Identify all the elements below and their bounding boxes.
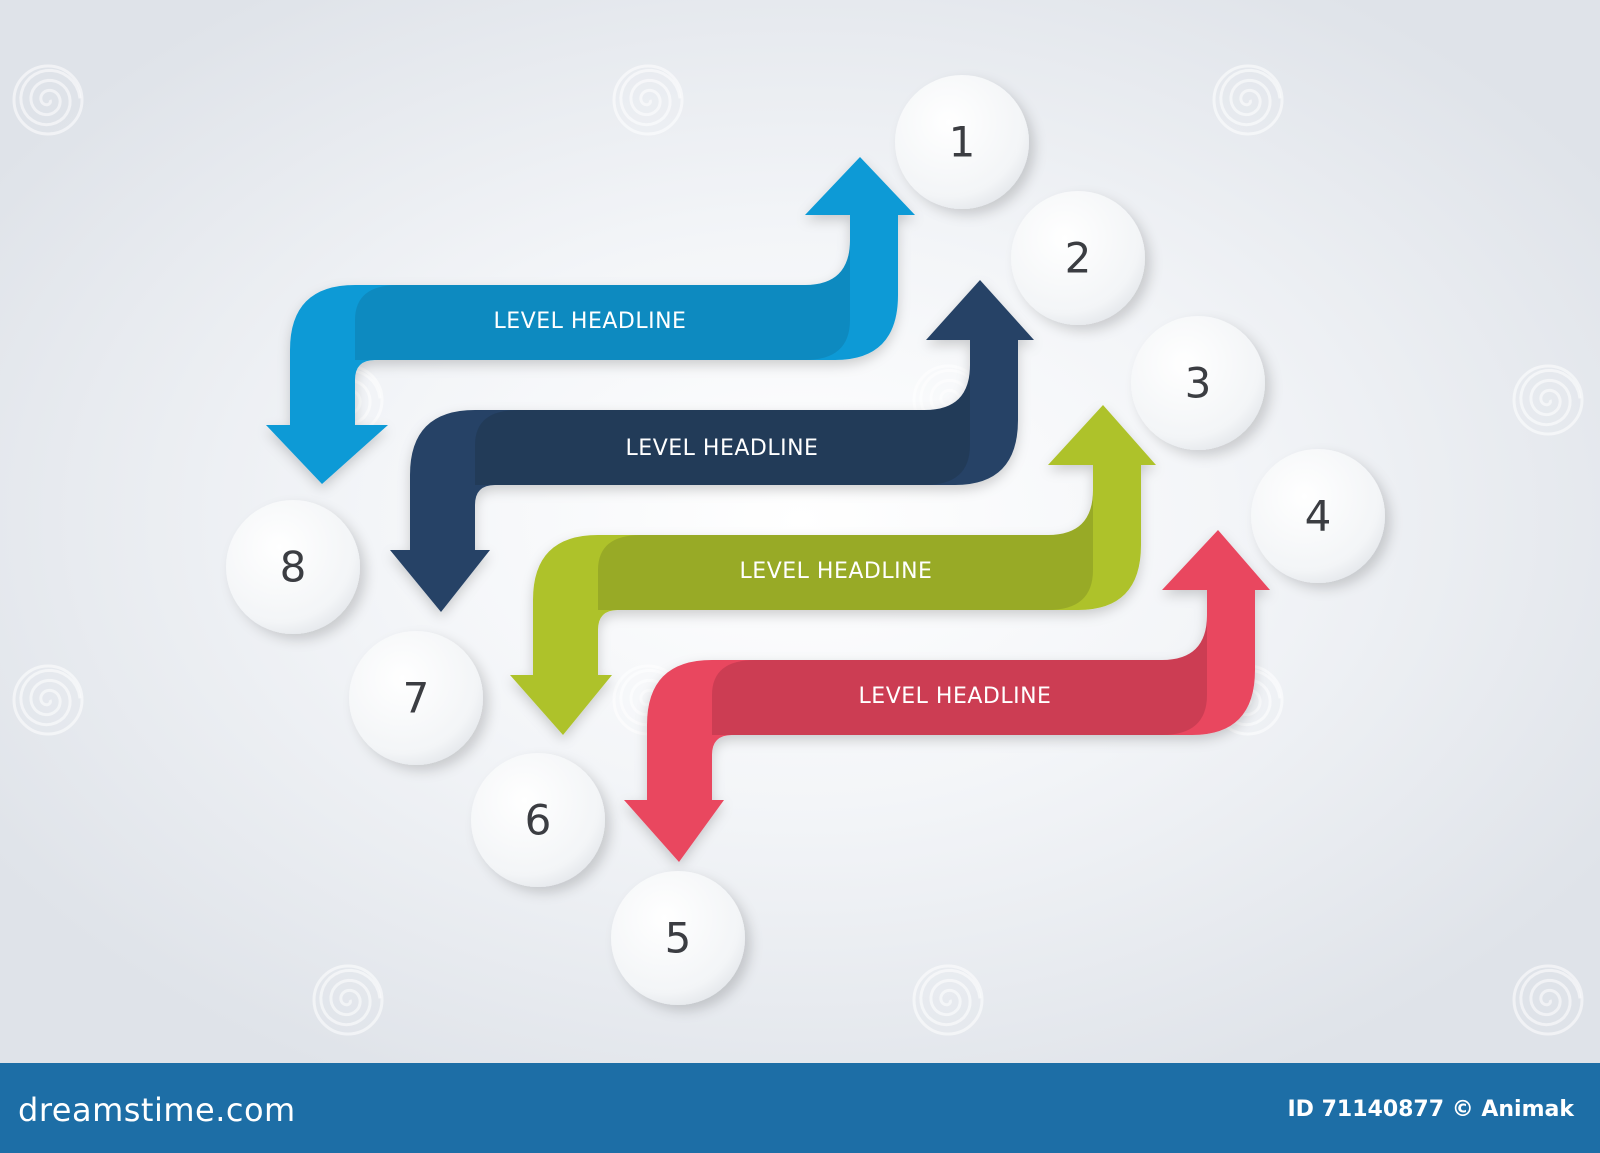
watermark-spiral-icon xyxy=(19,668,82,727)
step-number-8: 8 xyxy=(280,543,307,592)
arrows-group: LEVEL HEADLINE LEVEL HEADLINE LEVEL HEAD… xyxy=(266,157,1270,862)
step-circle-4: 4 xyxy=(1251,449,1385,583)
arrow-navy-inner-panel xyxy=(475,365,970,485)
arrow-green-inner-panel xyxy=(598,490,1093,610)
step-number-1: 1 xyxy=(949,118,976,167)
step-circle-3: 3 xyxy=(1131,316,1265,450)
step-number-3: 3 xyxy=(1185,359,1212,408)
watermark-ring-icon xyxy=(312,964,384,1036)
watermark-spiral-icon xyxy=(619,668,682,727)
watermark-spiral-icon xyxy=(1519,368,1582,427)
step-circle-7: 7 xyxy=(349,631,483,765)
step-number-5: 5 xyxy=(665,914,692,963)
watermark-ring-icon xyxy=(1512,364,1584,436)
watermark-spiral-icon xyxy=(319,968,382,1027)
watermark-ring-icon xyxy=(1212,64,1284,136)
headline-green: LEVEL HEADLINE xyxy=(740,559,933,584)
watermark-ring-icon xyxy=(912,964,984,1036)
watermark-spiral-icon xyxy=(919,368,982,427)
step-number-6: 6 xyxy=(525,796,552,845)
arrow-red: LEVEL HEADLINE xyxy=(624,530,1270,862)
arrow-blue-inner-panel xyxy=(355,240,850,360)
step-number-4: 4 xyxy=(1305,492,1332,541)
headline-navy: LEVEL HEADLINE xyxy=(626,436,819,461)
arrow-green: LEVEL HEADLINE xyxy=(510,405,1156,735)
step-circles: 1 2 3 4 5 6 7 xyxy=(226,75,1385,1005)
footer-bar: dreamstime.com ID 71140877 © Animak xyxy=(0,1063,1600,1153)
step-circle-2: 2 xyxy=(1011,191,1145,325)
watermark-ring-icon xyxy=(12,64,84,136)
watermark-spiral-icon xyxy=(619,68,682,127)
step-circle-1: 1 xyxy=(895,75,1029,209)
headline-red: LEVEL HEADLINE xyxy=(859,684,1052,709)
arrow-navy: LEVEL HEADLINE xyxy=(390,280,1034,612)
step-circle-6: 6 xyxy=(471,753,605,887)
step-circle-8: 8 xyxy=(226,500,360,634)
watermark-ring-icon xyxy=(12,664,84,736)
footer-logo-text[interactable]: dreamstime.com xyxy=(18,1091,296,1129)
headline-blue: LEVEL HEADLINE xyxy=(494,309,687,334)
watermark-spiral-icon xyxy=(19,68,82,127)
arrow-red-inner-panel xyxy=(712,615,1207,735)
watermark-spiral-icon xyxy=(1219,68,1282,127)
arrow-blue: LEVEL HEADLINE xyxy=(266,157,915,484)
watermark-spiral-icon xyxy=(1519,968,1582,1027)
step-number-2: 2 xyxy=(1065,234,1092,283)
watermark-spiral-icon xyxy=(919,968,982,1027)
footer-image-id: ID 71140877 © Animak xyxy=(1287,1097,1574,1122)
step-circle-5: 5 xyxy=(611,871,745,1005)
watermark-ring-icon xyxy=(612,64,684,136)
step-number-7: 7 xyxy=(403,674,430,723)
watermark-ring-icon xyxy=(1512,964,1584,1036)
